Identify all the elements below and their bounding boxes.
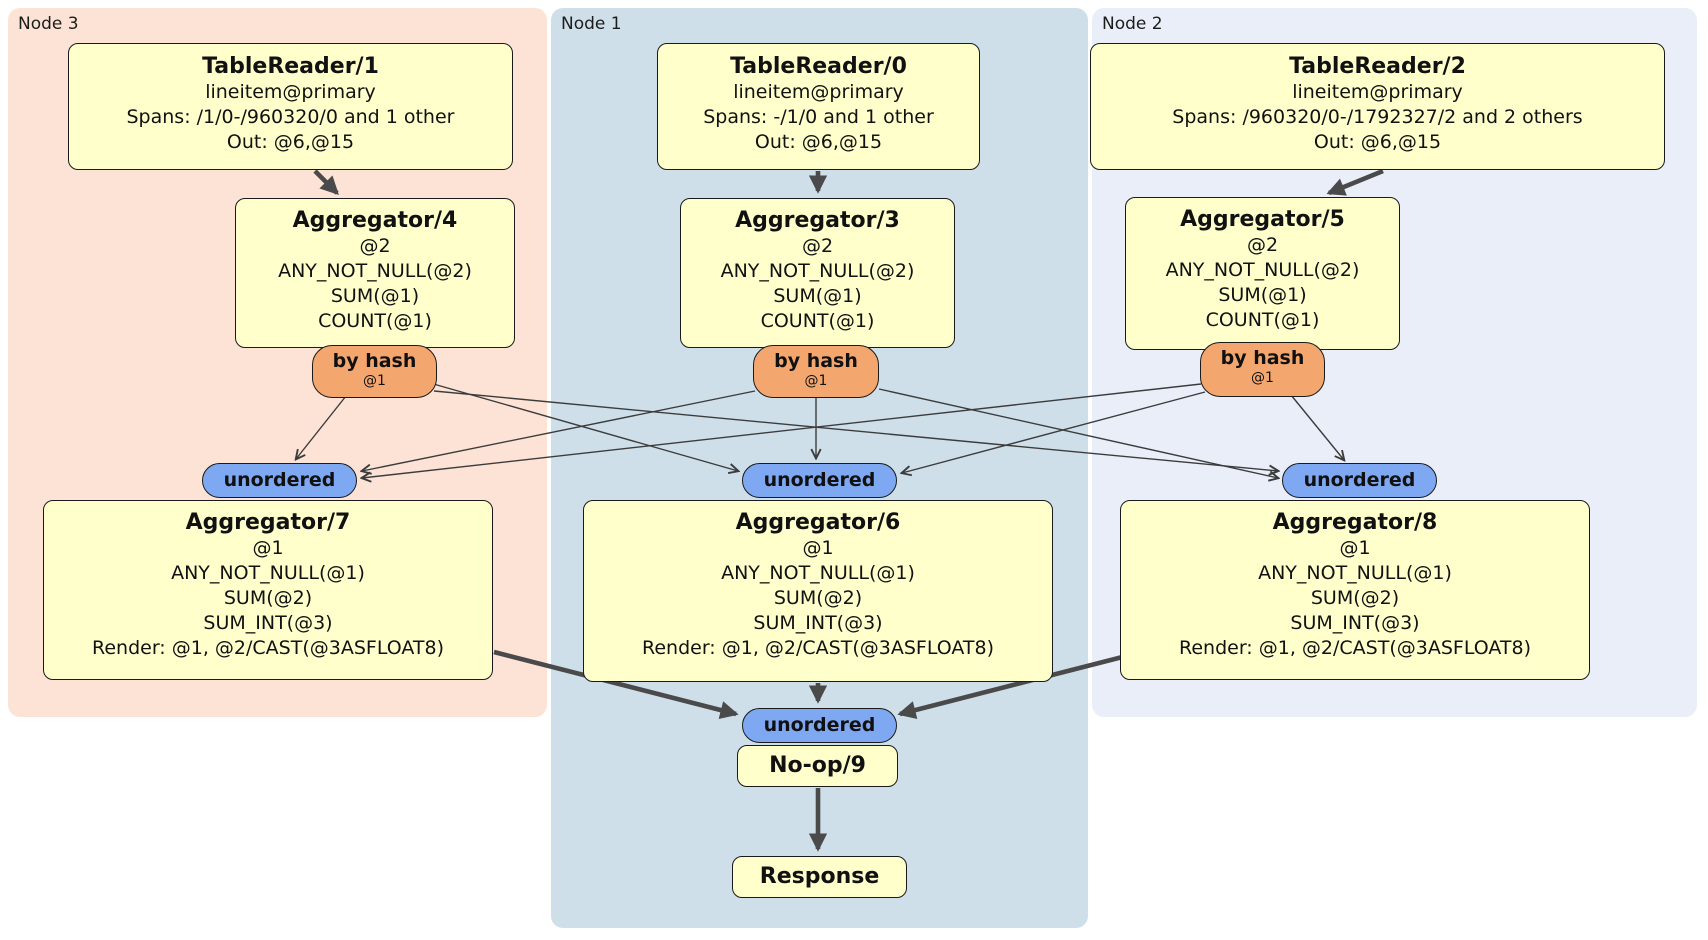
node2-label: Node 2	[1102, 14, 1163, 34]
box-title: TableReader/2	[1289, 54, 1466, 79]
box-line: ANY_NOT_NULL(@1)	[1258, 562, 1452, 584]
box-line: @1	[252, 537, 284, 559]
box-title: Aggregator/6	[735, 510, 901, 535]
tablereader-0-box: TableReader/0 lineitem@primary Spans: -/…	[657, 43, 980, 170]
node3-label: Node 3	[18, 14, 79, 34]
box-line: Spans: -/1/0 and 1 other	[703, 106, 934, 128]
box-line: ANY_NOT_NULL(@1)	[171, 562, 365, 584]
box-line: COUNT(@1)	[1205, 309, 1320, 331]
box-line: Spans: /960320/0-/1792327/2 and 2 others	[1172, 106, 1583, 128]
box-title: No-op/9	[769, 753, 866, 778]
box-line: @1	[1339, 537, 1371, 559]
edge-byhash-n3-unordered-n3	[296, 395, 347, 459]
router-label: by hash	[1220, 347, 1305, 369]
box-line: ANY_NOT_NULL(@2)	[720, 260, 915, 282]
edge-tablereader1-aggregator4	[313, 169, 339, 195]
edge-tablereader2-aggregator5	[1326, 168, 1384, 196]
box-line: lineitem@primary	[1292, 81, 1463, 103]
box-line: SUM(@1)	[1218, 284, 1307, 306]
box-line: @2	[801, 235, 834, 257]
edge-aggregator7-final-sync	[493, 649, 739, 720]
box-line: SUM(@1)	[773, 285, 862, 307]
router-label: by hash	[774, 350, 858, 372]
edge-byhash-n3-unordered-n2	[433, 390, 1278, 471]
box-line: SUM(@2)	[773, 587, 863, 609]
router-detail: @1	[804, 373, 828, 389]
byhash-router-n1: by hash @1	[753, 345, 879, 398]
box-line: SUM_INT(@3)	[1290, 612, 1420, 634]
box-title: Aggregator/4	[292, 208, 458, 233]
box-title: Aggregator/7	[185, 510, 351, 535]
box-line: Out: @6,@15	[754, 131, 883, 153]
box-title: Aggregator/5	[1180, 207, 1345, 232]
aggregator-5-box: Aggregator/5 @2 ANY_NOT_NULL(@2) SUM(@1)…	[1125, 197, 1400, 350]
box-line: lineitem@primary	[205, 81, 376, 103]
aggregator-7-box: Aggregator/7 @1 ANY_NOT_NULL(@1) SUM(@2)…	[43, 500, 493, 680]
tablereader-2-box: TableReader/2 lineitem@primary Spans: /9…	[1090, 43, 1665, 170]
unordered-sync-n1: unordered	[742, 463, 897, 498]
box-line: Spans: /1/0-/960320/0 and 1 other	[126, 106, 455, 128]
box-title: Aggregator/3	[735, 208, 900, 233]
edge-byhash-n2-unordered-n1	[902, 391, 1206, 473]
box-line: ANY_NOT_NULL(@2)	[278, 260, 472, 282]
router-detail: @1	[1251, 370, 1274, 386]
edge-byhash-n2-unordered-n2	[1290, 394, 1344, 460]
box-line: SUM(@1)	[330, 285, 420, 307]
box-title: Aggregator/8	[1272, 510, 1438, 535]
box-line: Render: @1, @2/CAST(@3ASFLOAT8)	[1179, 637, 1531, 659]
unordered-final-sync: unordered	[742, 708, 897, 743]
box-line: ANY_NOT_NULL(@1)	[721, 562, 915, 584]
box-line: Out: @6,@15	[226, 131, 355, 153]
aggregator-8-box: Aggregator/8 @1 ANY_NOT_NULL(@1) SUM(@2)…	[1120, 500, 1590, 680]
box-title: Response	[759, 864, 880, 889]
edge-byhash-n3-unordered-n1	[429, 382, 738, 471]
tablereader-1-box: TableReader/1 lineitem@primary Spans: /1…	[68, 43, 513, 170]
aggregator-4-box: Aggregator/4 @2 ANY_NOT_NULL(@2) SUM(@1)…	[235, 198, 515, 348]
edge-byhash-n1-unordered-n2	[878, 388, 1278, 478]
box-line: COUNT(@1)	[760, 310, 875, 332]
box-line: Render: @1, @2/CAST(@3ASFLOAT8)	[642, 637, 994, 659]
edge-byhash-n1-unordered-n3	[362, 390, 756, 471]
edge-byhash-n2-unordered-n3	[362, 383, 1202, 478]
box-line: @1	[802, 537, 834, 559]
response-box: Response	[732, 856, 907, 898]
byhash-router-n3: by hash @1	[312, 345, 437, 398]
aggregator-6-box: Aggregator/6 @1 ANY_NOT_NULL(@1) SUM(@2)…	[583, 500, 1053, 682]
box-line: Out: @6,@15	[1313, 131, 1442, 153]
byhash-router-n2: by hash @1	[1200, 342, 1325, 397]
box-title: TableReader/0	[730, 54, 907, 79]
box-line: @2	[1246, 234, 1279, 256]
node1-label: Node 1	[561, 14, 622, 34]
box-line: SUM_INT(@3)	[753, 612, 883, 634]
box-line: lineitem@primary	[733, 81, 904, 103]
box-line: @2	[359, 235, 391, 257]
noop-box: No-op/9	[737, 745, 898, 787]
router-label: by hash	[332, 350, 417, 372]
box-title: TableReader/1	[202, 54, 379, 79]
unordered-sync-n3: unordered	[202, 463, 357, 498]
box-line: ANY_NOT_NULL(@2)	[1165, 259, 1360, 281]
router-detail: @1	[363, 373, 386, 389]
box-line: SUM_INT(@3)	[203, 612, 333, 634]
box-line: Render: @1, @2/CAST(@3ASFLOAT8)	[92, 637, 444, 659]
box-line: COUNT(@1)	[318, 310, 432, 332]
box-line: SUM(@2)	[223, 587, 313, 609]
unordered-sync-n2: unordered	[1282, 463, 1437, 498]
edge-aggregator8-final-sync	[897, 649, 1143, 720]
aggregator-3-box: Aggregator/3 @2 ANY_NOT_NULL(@2) SUM(@1)…	[680, 198, 955, 348]
box-line: SUM(@2)	[1310, 587, 1400, 609]
